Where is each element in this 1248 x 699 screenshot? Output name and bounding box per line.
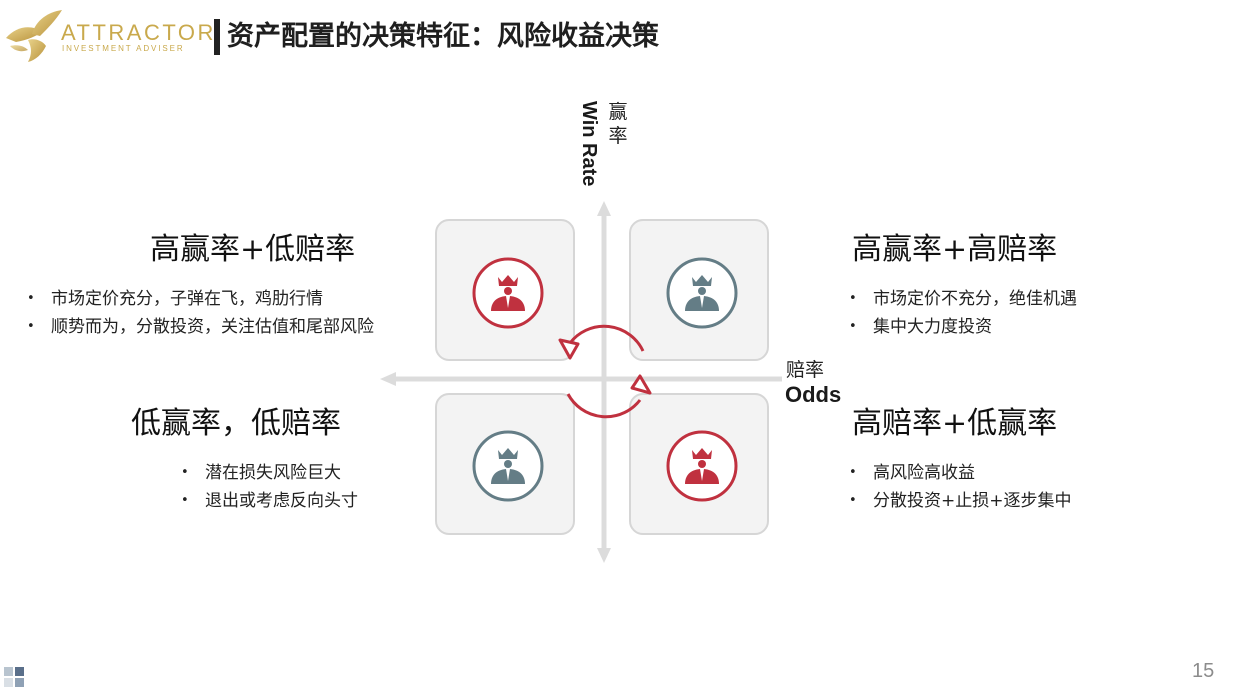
page-number: 15 [1192, 660, 1215, 682]
red-king-icon [472, 257, 544, 329]
horizontal-axis-label-cn: 赔率 [786, 359, 825, 381]
list-item: 高风险高收益 [849, 459, 1072, 487]
quadrant-heading-bottom-right: 高赔率+低赢率 [852, 406, 1058, 441]
horizontal-axis-arrow [380, 372, 396, 386]
list-item: 市场定价充分，子弹在飞，鸡肋行情 [27, 285, 374, 313]
corner-squares-icon [4, 667, 24, 687]
list-item: 退出或考虑反向头寸 [181, 487, 358, 515]
vertical-axis-arrow-bottom [597, 548, 611, 563]
title-accent-bar [214, 19, 220, 55]
logo-subtitle: INVESTMENT ADVISER [62, 44, 185, 53]
list-item: 潜在损失风险巨大 [181, 459, 358, 487]
list-item: 分散投资+止损+逐步集中 [849, 487, 1072, 515]
quadrant-bullets-bottom-left: 潜在损失风险巨大 退出或考虑反向头寸 [181, 459, 358, 515]
quadrant-bullets-top-left: 市场定价充分，子弹在飞，鸡肋行情 顺势而为，分散投资，关注估值和尾部风险 [27, 285, 374, 341]
list-item: 市场定价不充分，绝佳机遇 [849, 285, 1077, 313]
cycle-arrow-upper [568, 324, 645, 352]
quadrant-heading-top-right: 高赢率+高赔率 [852, 232, 1058, 267]
cycle-arrowhead-upper [558, 338, 580, 360]
red-king-icon [666, 430, 738, 502]
horizontal-axis-label-en: Odds [785, 382, 842, 407]
vertical-axis-arrow-top [597, 201, 611, 216]
quadrant-bullets-top-right: 市场定价不充分，绝佳机遇 集中大力度投资 [849, 285, 1077, 341]
quadrant-heading-top-left: 高赢率+低赔率 [150, 232, 356, 267]
logo-name: ATTRACTOR [61, 20, 216, 45]
page-title: 资产配置的决策特征：风险收益决策 [227, 21, 659, 52]
cycle-arrows-icon [558, 324, 652, 419]
vertical-axis-label-en: Win Rate [578, 101, 600, 187]
gray-king-icon [472, 430, 544, 502]
gray-king-icon [666, 257, 738, 329]
quadrant-box-top-right [629, 219, 769, 361]
quadrant-bullets-bottom-right: 高风险高收益 分散投资+止损+逐步集中 [849, 459, 1072, 515]
cycle-arrow-lower [566, 393, 642, 419]
cycle-arrowhead-lower [630, 374, 652, 395]
list-item: 集中大力度投资 [849, 313, 1077, 341]
attractor-logo-icon [6, 10, 62, 62]
vertical-axis-label-cn: 赢率 [608, 101, 628, 147]
list-item: 顺势而为，分散投资，关注估值和尾部风险 [27, 313, 374, 341]
quadrant-heading-bottom-left: 低赢率，低赔率 [131, 406, 341, 441]
